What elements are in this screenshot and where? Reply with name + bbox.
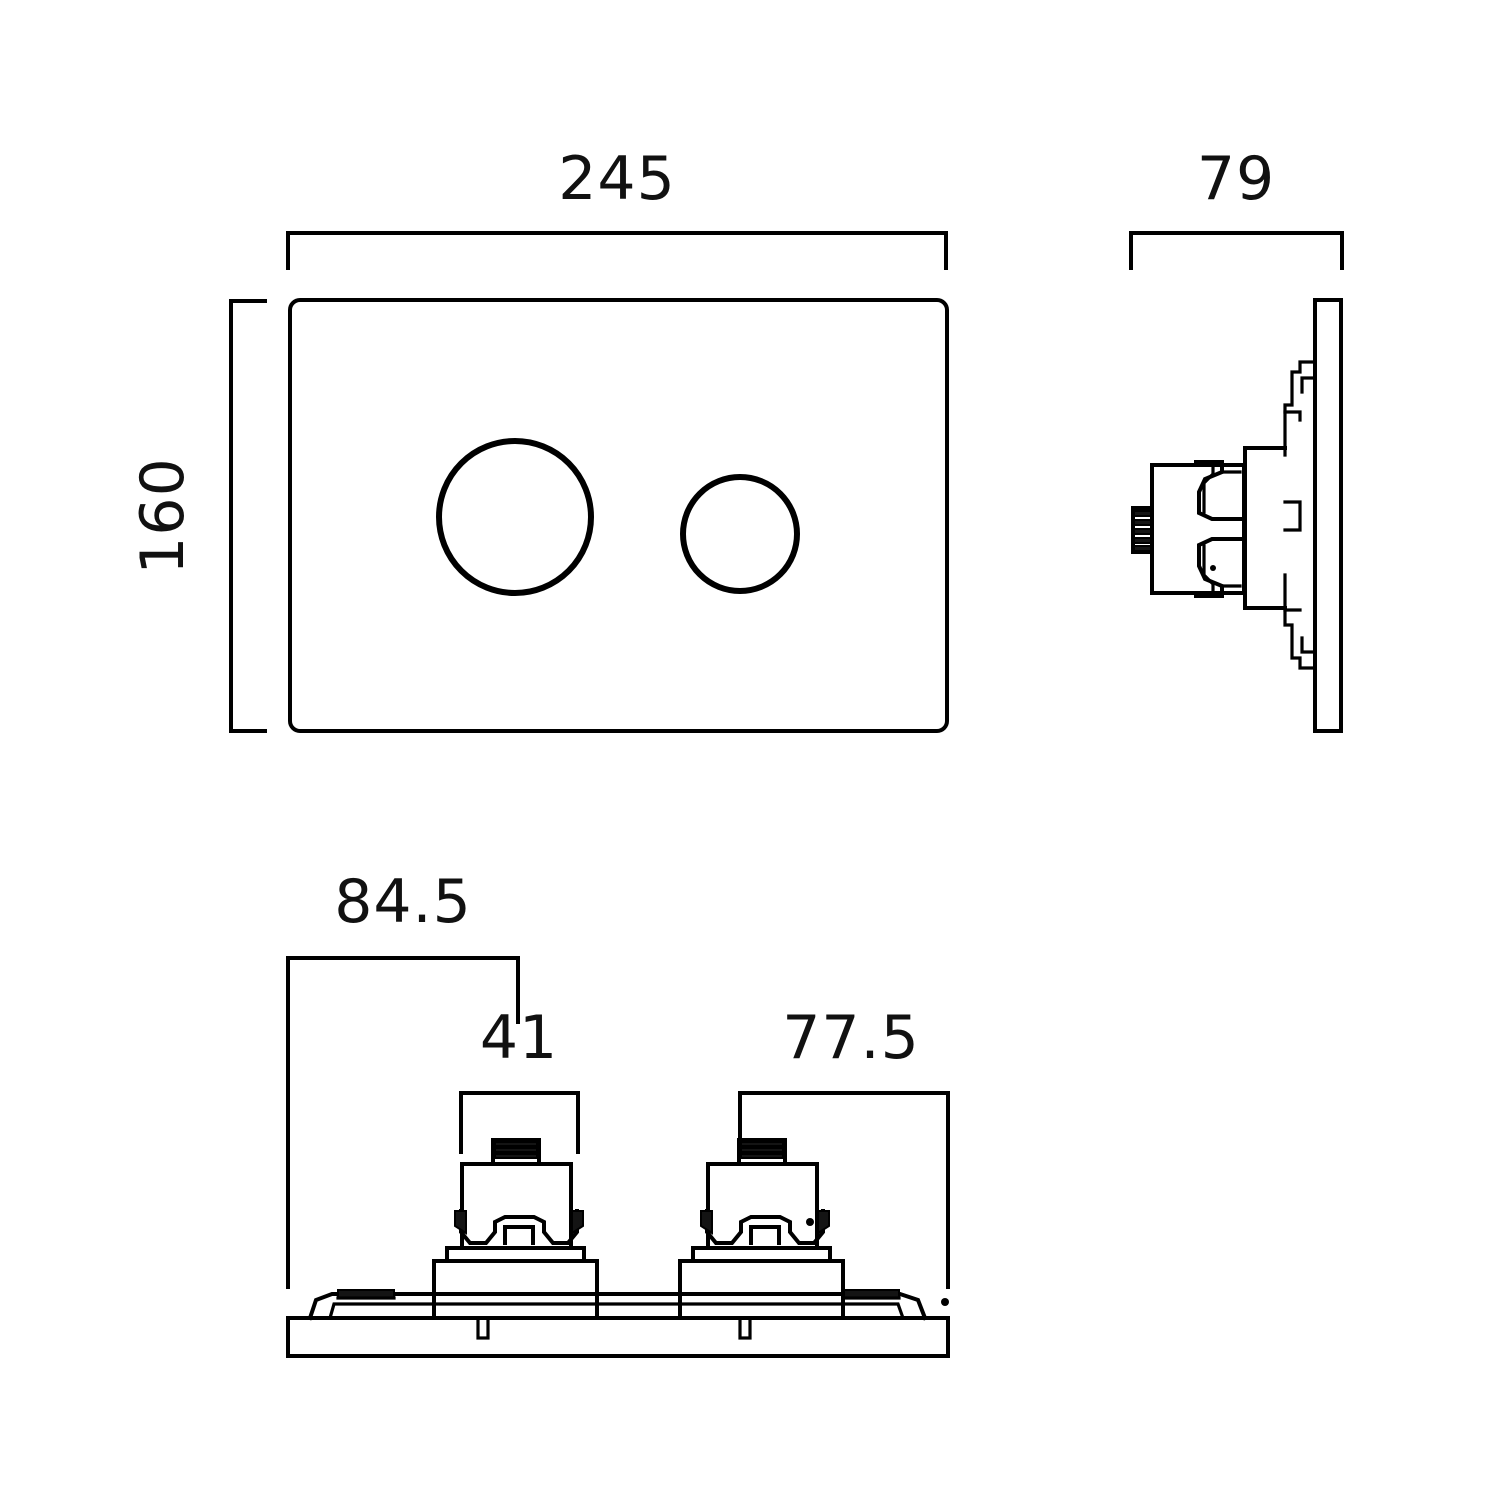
dim-bracket-offset-845 <box>286 956 520 1289</box>
right-clip-saddle <box>705 1209 825 1245</box>
dim-label-width-245: 245 <box>558 144 676 214</box>
side-shell-upper-inner <box>1300 376 1314 394</box>
right-nozzle <box>737 1138 787 1166</box>
dim-bracket-depth-79 <box>1129 231 1344 270</box>
left-body <box>460 1162 573 1250</box>
bottom-view-group <box>286 956 950 1358</box>
front-plate-outline <box>288 298 949 733</box>
dim-label-button-41: 41 <box>480 1003 558 1073</box>
dim-bracket-height-160 <box>229 299 267 733</box>
side-shell-upper-step <box>1283 410 1302 422</box>
bottom-right-clip <box>841 1289 901 1300</box>
left-fin-a <box>454 1210 467 1235</box>
side-clip-upper <box>1194 460 1242 521</box>
side-button-body <box>1150 463 1246 595</box>
bottom-inner-frame <box>307 1292 928 1321</box>
left-fin-b <box>571 1210 584 1235</box>
side-button-stem-ribs <box>1133 510 1152 552</box>
side-view-group <box>1129 231 1344 733</box>
right-fin-a <box>700 1210 713 1235</box>
side-clip-lower <box>1194 537 1242 598</box>
right-pedestal <box>678 1259 845 1320</box>
bottom-left-clip <box>336 1289 396 1300</box>
side-clip-lower-inner <box>1202 544 1215 594</box>
side-shell-lower <box>1283 573 1314 670</box>
side-clip-upper-inner <box>1202 464 1215 514</box>
side-shell-mid-notch <box>1283 500 1302 532</box>
left-pedestal <box>432 1259 599 1320</box>
left-nozzle <box>491 1138 541 1166</box>
bottom-rib-left <box>476 1316 490 1340</box>
dim-label-spacing-775: 77.5 <box>782 1003 920 1073</box>
dim-label-offset-845: 84.5 <box>334 867 472 937</box>
dim-bracket-width-245 <box>286 231 948 270</box>
dim-label-depth-79: 79 <box>1197 144 1275 214</box>
left-center-tab <box>503 1225 535 1245</box>
side-faceplate-outline <box>1313 298 1343 733</box>
bottom-rib-right <box>738 1316 752 1340</box>
small-flush-button-icon[interactable] <box>680 474 800 594</box>
bottom-inner-frame-inner <box>328 1302 906 1321</box>
left-clip-saddle <box>459 1209 579 1245</box>
right-nozzle-ribs <box>740 1141 784 1159</box>
side-housing-block <box>1243 446 1287 610</box>
bottom-dot-right <box>941 1298 949 1306</box>
bottom-button-mechanism-right <box>678 1138 845 1320</box>
bottom-base-plate <box>286 1316 950 1358</box>
right-center-tab <box>749 1225 781 1245</box>
dim-bracket-button-41 <box>459 1091 580 1154</box>
side-clip-dot <box>1210 565 1216 571</box>
dim-label-height-160: 160 <box>128 457 198 575</box>
side-shell-upper <box>1283 360 1314 457</box>
right-saddle-dot <box>806 1218 814 1226</box>
side-shell-lower-inner <box>1300 636 1314 654</box>
right-fin-b <box>817 1210 830 1235</box>
large-flush-button-icon[interactable] <box>436 438 594 596</box>
bottom-button-mechanism-left <box>432 1138 599 1320</box>
dim-bracket-spacing-775 <box>738 1091 950 1289</box>
left-nozzle-ribs <box>494 1141 538 1159</box>
right-body <box>706 1162 819 1250</box>
front-view-group <box>229 231 949 733</box>
